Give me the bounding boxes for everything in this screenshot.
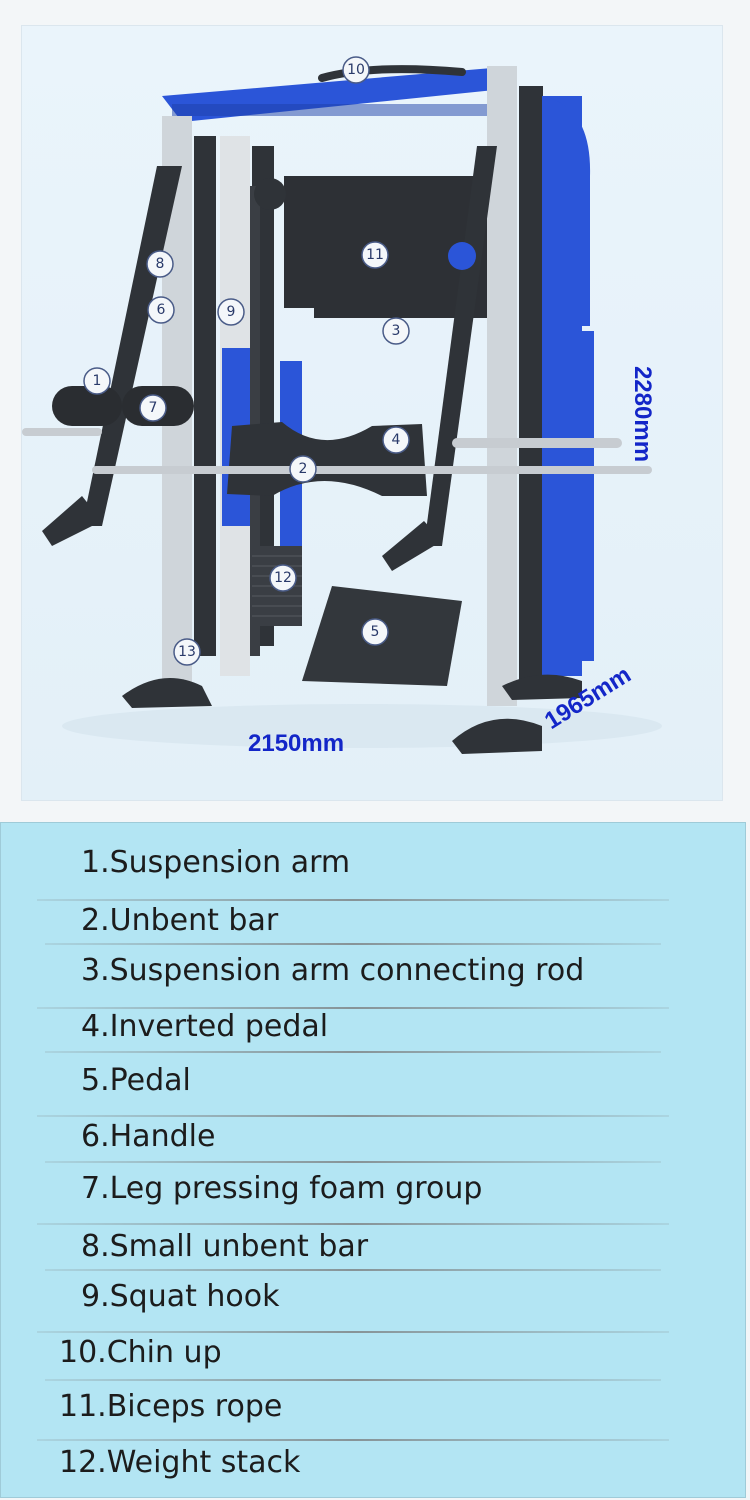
dimension-width-label: 2150mm bbox=[248, 730, 345, 757]
callout-12: 12 bbox=[269, 564, 297, 592]
callout-8: 8 bbox=[146, 250, 174, 278]
legend-item-label: 7.Leg pressing foam group bbox=[81, 1171, 483, 1206]
legend-item-label: 4.Inverted pedal bbox=[81, 1009, 329, 1044]
legend-divider bbox=[45, 1269, 661, 1271]
legend-divider bbox=[45, 1379, 661, 1381]
legend-divider bbox=[37, 1223, 669, 1225]
svg-text:5: 5 bbox=[371, 624, 380, 640]
callout-3: 3 bbox=[382, 317, 410, 345]
callout-10: 10 bbox=[342, 56, 370, 84]
svg-text:4: 4 bbox=[392, 432, 401, 448]
legend-item-label: 10.Chin up bbox=[59, 1335, 222, 1370]
callout-markers: 10 11 8 6 9 3 1 7 4 2 12 5 13 bbox=[83, 56, 410, 666]
legend-item-label: 3.Suspension arm connecting rod bbox=[81, 953, 585, 988]
svg-text:9: 9 bbox=[227, 304, 236, 320]
legend-item-label: 2.Unbent bar bbox=[81, 903, 279, 938]
callout-7: 7 bbox=[139, 394, 167, 422]
svg-text:8: 8 bbox=[156, 256, 165, 272]
legend-item-label: 1.Suspension arm bbox=[81, 845, 351, 880]
svg-text:2: 2 bbox=[299, 461, 308, 477]
legend-item-label: 6.Handle bbox=[81, 1119, 216, 1154]
svg-text:10: 10 bbox=[347, 62, 365, 78]
legend-divider bbox=[37, 1115, 669, 1117]
legend-divider bbox=[37, 1007, 669, 1009]
callout-4: 4 bbox=[382, 426, 410, 454]
callout-11: 11 bbox=[361, 241, 389, 269]
legend-item-label: 11.Biceps rope bbox=[59, 1389, 283, 1424]
svg-text:3: 3 bbox=[392, 323, 401, 339]
callout-6: 6 bbox=[147, 296, 175, 324]
legend-item-label: 9.Squat hook bbox=[81, 1279, 280, 1314]
svg-text:1: 1 bbox=[93, 373, 102, 389]
callout-9: 9 bbox=[217, 298, 245, 326]
legend-divider bbox=[45, 1051, 661, 1053]
parts-legend: 1.Suspension arm 2.Unbent bar 3.Suspensi… bbox=[0, 822, 746, 1498]
legend-divider bbox=[37, 1439, 669, 1441]
callout-5: 5 bbox=[361, 618, 389, 646]
legend-divider bbox=[37, 1331, 669, 1333]
product-photo-panel: 10 11 8 6 9 3 1 7 4 2 12 5 13 bbox=[22, 26, 722, 800]
legend-divider bbox=[45, 1161, 661, 1163]
callout-13: 13 bbox=[173, 638, 201, 666]
svg-text:7: 7 bbox=[149, 400, 158, 416]
callout-2: 2 bbox=[289, 455, 317, 483]
legend-item-label: 12.Weight stack bbox=[59, 1445, 301, 1480]
svg-text:12: 12 bbox=[274, 570, 292, 586]
legend-divider bbox=[45, 943, 661, 945]
smith-machine-illustration: 10 11 8 6 9 3 1 7 4 2 12 5 13 bbox=[22, 56, 662, 754]
legend-item-label: 8.Small unbent bar bbox=[81, 1229, 369, 1264]
svg-text:6: 6 bbox=[157, 302, 166, 318]
legend-item-label: 5.Pedal bbox=[81, 1063, 191, 1098]
svg-text:13: 13 bbox=[178, 644, 196, 660]
svg-text:11: 11 bbox=[366, 247, 384, 263]
callout-1: 1 bbox=[83, 367, 111, 395]
dimension-height-label: 2280mm bbox=[629, 365, 657, 463]
legend-divider bbox=[37, 899, 669, 901]
